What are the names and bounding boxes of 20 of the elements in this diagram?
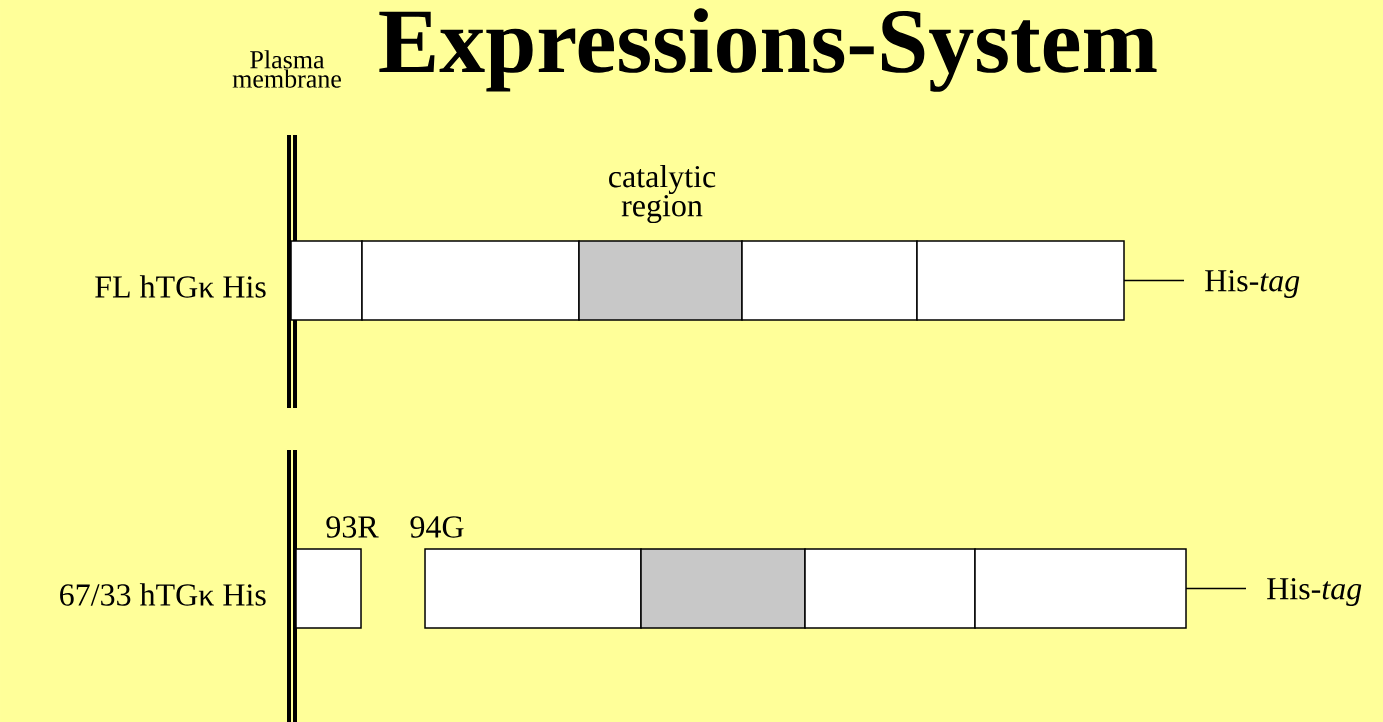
tag-label: His-tag (1267, 578, 1362, 606)
title: Expressions-System (379, 8, 1157, 92)
text-label: Plasma membrane (232, 50, 341, 88)
catalytic-domain-box (578, 240, 743, 321)
domain-box (295, 548, 362, 629)
tag-label: His-tag (1205, 270, 1300, 298)
catalytic-domain-box (640, 548, 806, 629)
text-label: 94G (410, 516, 464, 538)
domain-box (974, 548, 1187, 629)
domain-box (741, 240, 918, 321)
domain-box (804, 548, 976, 629)
domain-box (424, 548, 642, 629)
connector-line (1123, 279, 1185, 282)
text-label: catalytic region (609, 164, 716, 224)
construct-label: 67/33 hTGκ His (60, 583, 266, 606)
domain-box (290, 240, 363, 321)
text-label: 93R (326, 516, 379, 538)
construct-label: FL hTGκ His (95, 275, 266, 298)
domain-box (916, 240, 1125, 321)
connector-line (1185, 587, 1247, 590)
